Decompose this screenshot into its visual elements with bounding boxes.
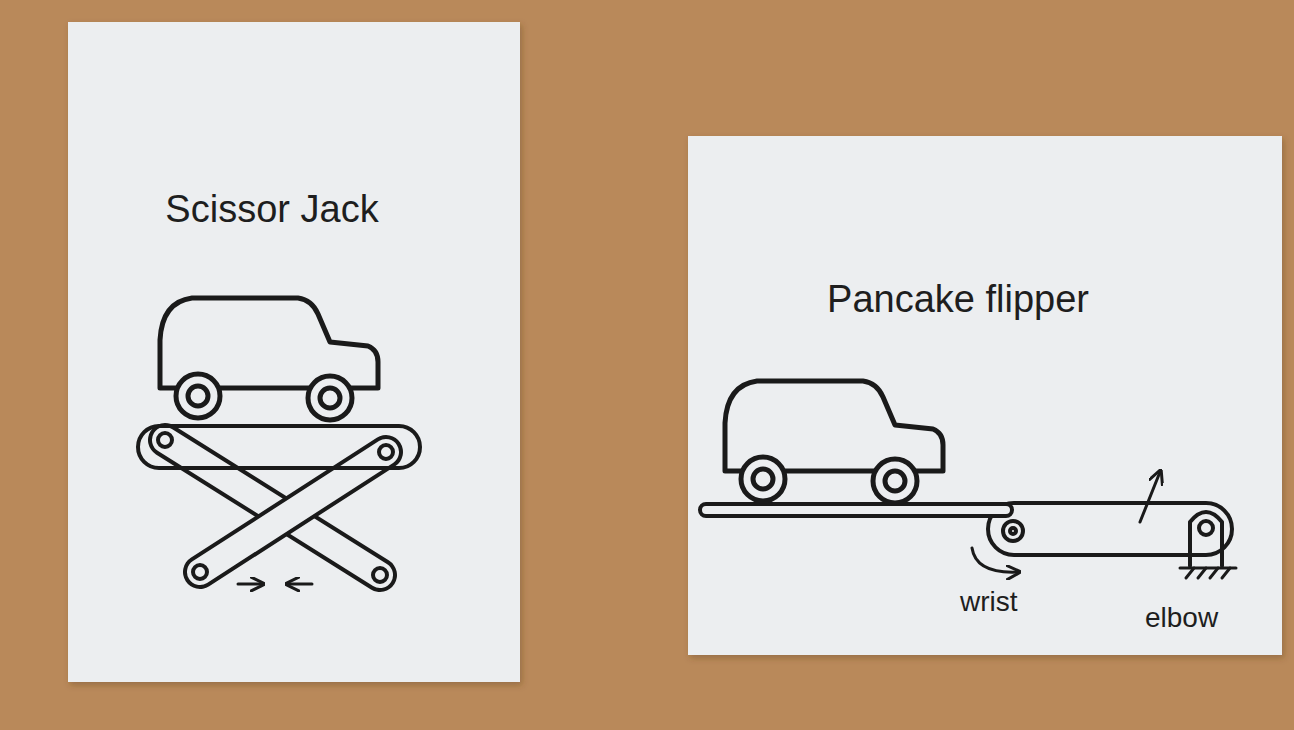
ground-hatch xyxy=(1180,568,1236,578)
motion-arrow xyxy=(1140,472,1160,522)
pivot xyxy=(373,568,387,582)
car xyxy=(725,381,943,503)
paper-card xyxy=(688,136,1282,655)
motion-arrow xyxy=(238,583,262,586)
card-heading: Scissor Jack xyxy=(165,188,378,231)
motion-arrow xyxy=(288,583,312,586)
car xyxy=(160,298,378,420)
pivot xyxy=(158,433,172,447)
pivot xyxy=(379,445,393,459)
flipper-plate xyxy=(700,504,1012,516)
link-arm xyxy=(988,503,1232,555)
scissor-arms xyxy=(165,440,386,575)
card-heading: Pancake flipper xyxy=(827,278,1089,321)
joint-label: wrist xyxy=(960,586,1018,618)
joint-label: elbow xyxy=(1145,602,1218,634)
platform xyxy=(138,426,420,468)
paper-card xyxy=(68,22,520,682)
paper-card: Pancake flipper xyxy=(688,136,1282,655)
wrist-pivot xyxy=(1010,528,1016,534)
paper-card: Scissor Jack xyxy=(68,22,520,682)
pivot xyxy=(193,565,207,579)
rotation-arrow xyxy=(972,548,1018,572)
elbow-pivot xyxy=(1199,521,1213,535)
elbow-support xyxy=(1190,512,1222,566)
wrist-pivot xyxy=(1003,521,1023,541)
